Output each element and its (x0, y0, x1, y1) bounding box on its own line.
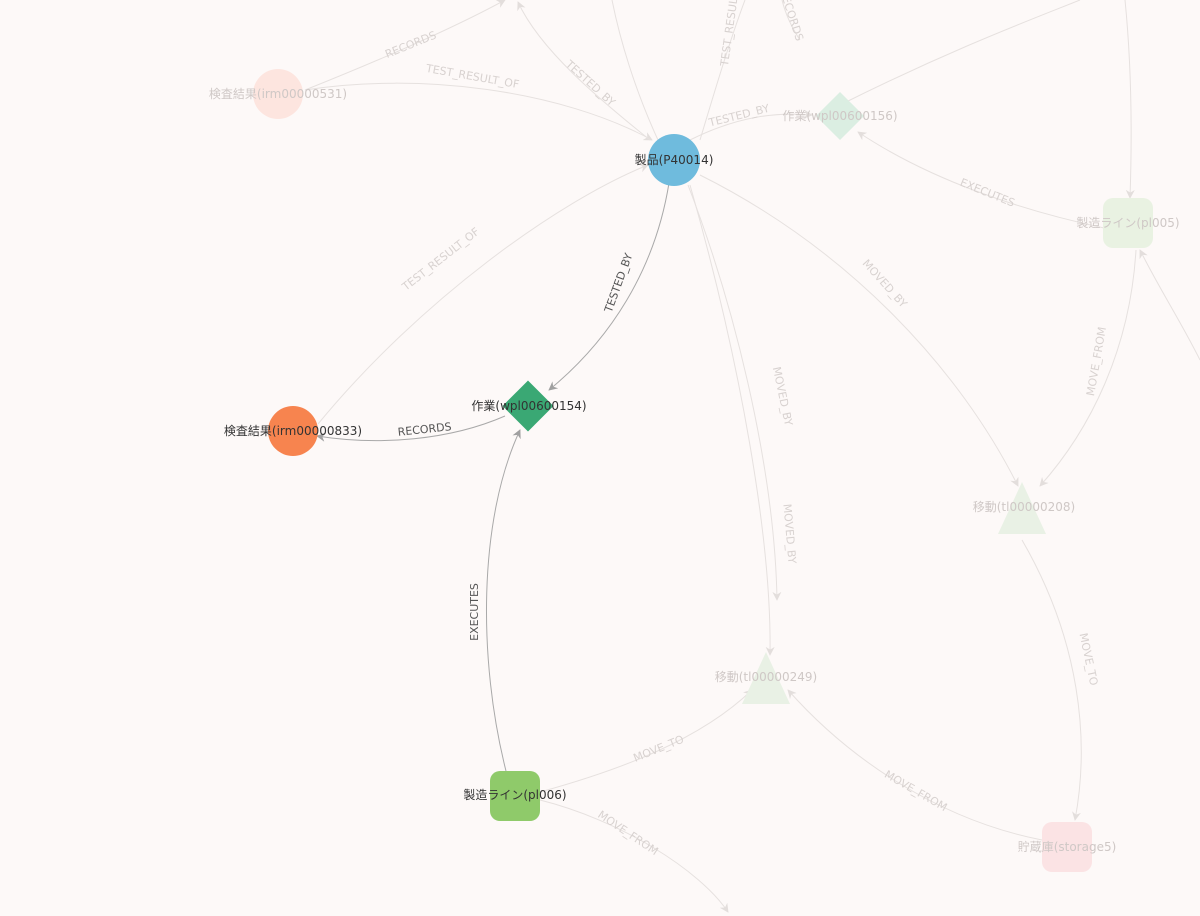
node-work-wpl00600154[interactable]: 作業(wpl00600154) (471, 380, 587, 432)
active-edges: TESTED_BY RECORDS EXECUTES (316, 182, 670, 772)
edge-label-records: RECORDS (397, 420, 452, 439)
edge-label-move-to-1: MOVE_TO (1077, 632, 1101, 687)
node-shape-circle (253, 69, 303, 119)
edge-records[interactable] (316, 415, 506, 442)
edge-label-tested-by: TESTED_BY (602, 251, 636, 315)
edge-label-move-from-3: MOVE_FROM (595, 808, 660, 858)
edge-moved-by-3[interactable] (689, 184, 775, 656)
node-shape-diamond (815, 91, 865, 141)
edge-label-top-records: RECORDS (777, 0, 806, 43)
edge-top-test-result[interactable] (699, 0, 746, 141)
edge-label-moved-by-3: MOVED_BY (780, 503, 798, 564)
edge-label-move-from-1: MOVE_FROM (1084, 326, 1109, 397)
edge-right-diagonal[interactable] (1139, 249, 1200, 361)
faded-edges: TEST_RESULT_OF TEST_RESULT_OF RECORDS TE… (304, 0, 1200, 913)
node-line-pl006[interactable]: 製造ライン(pl006) (463, 771, 567, 821)
node-shape-triangle (998, 482, 1046, 534)
edge-top-mid[interactable] (611, 0, 659, 141)
edge-label-executes: EXECUTES (468, 583, 481, 641)
node-shape-rounded-square (1042, 822, 1092, 872)
node-label: 貯蔵庫(storage5) (1018, 840, 1117, 854)
active-nodes: 製品(P40014) 作業(wpl00600154) 検査結果(irm00000… (224, 134, 713, 821)
node-shape-triangle (742, 652, 790, 704)
node-move-tl00000208[interactable]: 移動(tl00000208) (973, 482, 1075, 534)
edge-executes-faded[interactable] (857, 131, 1105, 229)
edge-label-executes-faded: EXECUTES (958, 176, 1016, 210)
edge-label-records-faded: RECORDS (383, 29, 438, 61)
edge-move-from-3[interactable] (539, 799, 729, 913)
node-result-irm00000833[interactable]: 検査結果(irm00000833) (224, 406, 362, 456)
node-label: 製造ライン(pl005) (1076, 216, 1179, 230)
node-label: 作業(wpl00600156) (782, 109, 897, 123)
edge-move-from-2[interactable] (787, 689, 1043, 841)
node-result-irm00000531[interactable]: 検査結果(irm00000531) (209, 69, 347, 119)
edge-tested-by-faded-2[interactable] (689, 109, 813, 141)
edge-label-test-result-of-faded: TEST_RESULT_OF (399, 225, 482, 294)
edge-right-vertical[interactable] (1124, 0, 1135, 199)
node-shape-rounded-square (490, 771, 540, 821)
node-storage5[interactable]: 貯蔵庫(storage5) (1018, 822, 1117, 872)
node-move-tl00000249[interactable]: 移動(tl00000249) (715, 652, 817, 704)
node-label: 移動(tl00000208) (973, 500, 1075, 514)
faded-nodes: 検査結果(irm00000531) 作業(wpl00600156) 製造ライン(… (209, 69, 1180, 872)
node-label: 検査結果(irm00000531) (209, 87, 347, 101)
node-label: 製造ライン(pl006) (463, 788, 566, 802)
edge-move-to-1[interactable] (1021, 539, 1082, 821)
node-label: 作業(wpl00600154) (471, 399, 586, 413)
node-shape-circle (648, 134, 700, 186)
edge-top-right[interactable] (839, 0, 1081, 106)
node-line-pl005[interactable]: 製造ライン(pl005) (1076, 198, 1180, 248)
node-work-wpl00600156[interactable]: 作業(wpl00600156) (782, 91, 898, 141)
edge-label-moved-by-2: MOVED_BY (770, 366, 795, 428)
edge-tested-by-faded[interactable] (517, 1, 651, 141)
edge-label-move-to-2: MOVE_TO (632, 733, 687, 765)
edge-label-tested-by-faded-2: TESTED_BY (707, 102, 772, 130)
node-shape-rounded-square (1103, 198, 1153, 248)
node-label: 移動(tl00000249) (715, 670, 817, 684)
edge-top-records[interactable] (781, 0, 801, 41)
edge-label-test-result-of-top: TEST_RESULT_OF (424, 62, 520, 91)
edge-label-tested-by-faded: TESTED_BY (562, 57, 618, 109)
edge-test-result-of-top[interactable] (304, 82, 653, 141)
edge-tested-by[interactable] (548, 182, 670, 391)
edge-moved-by-1[interactable] (699, 174, 1019, 487)
edge-move-to-2[interactable] (539, 689, 753, 793)
node-shape-circle (268, 406, 318, 456)
edge-moved-by-2[interactable] (687, 184, 782, 601)
edge-label-moved-by-1: MOVED_BY (860, 257, 910, 311)
edge-label-move-from-2: MOVE_FROM (882, 768, 949, 814)
edge-test-result-of-faded[interactable] (317, 163, 649, 425)
node-product-p40014[interactable]: 製品(P40014) (635, 134, 714, 186)
edge-executes[interactable] (486, 429, 521, 772)
edge-move-from-1[interactable] (1039, 249, 1137, 487)
node-label: 製品(P40014) (635, 153, 714, 167)
edge-label-top-test-result: TEST_RESULT (718, 0, 741, 68)
node-shape-diamond (502, 380, 554, 432)
node-label: 検査結果(irm00000833) (224, 424, 362, 438)
edge-records-faded[interactable] (304, 0, 506, 91)
